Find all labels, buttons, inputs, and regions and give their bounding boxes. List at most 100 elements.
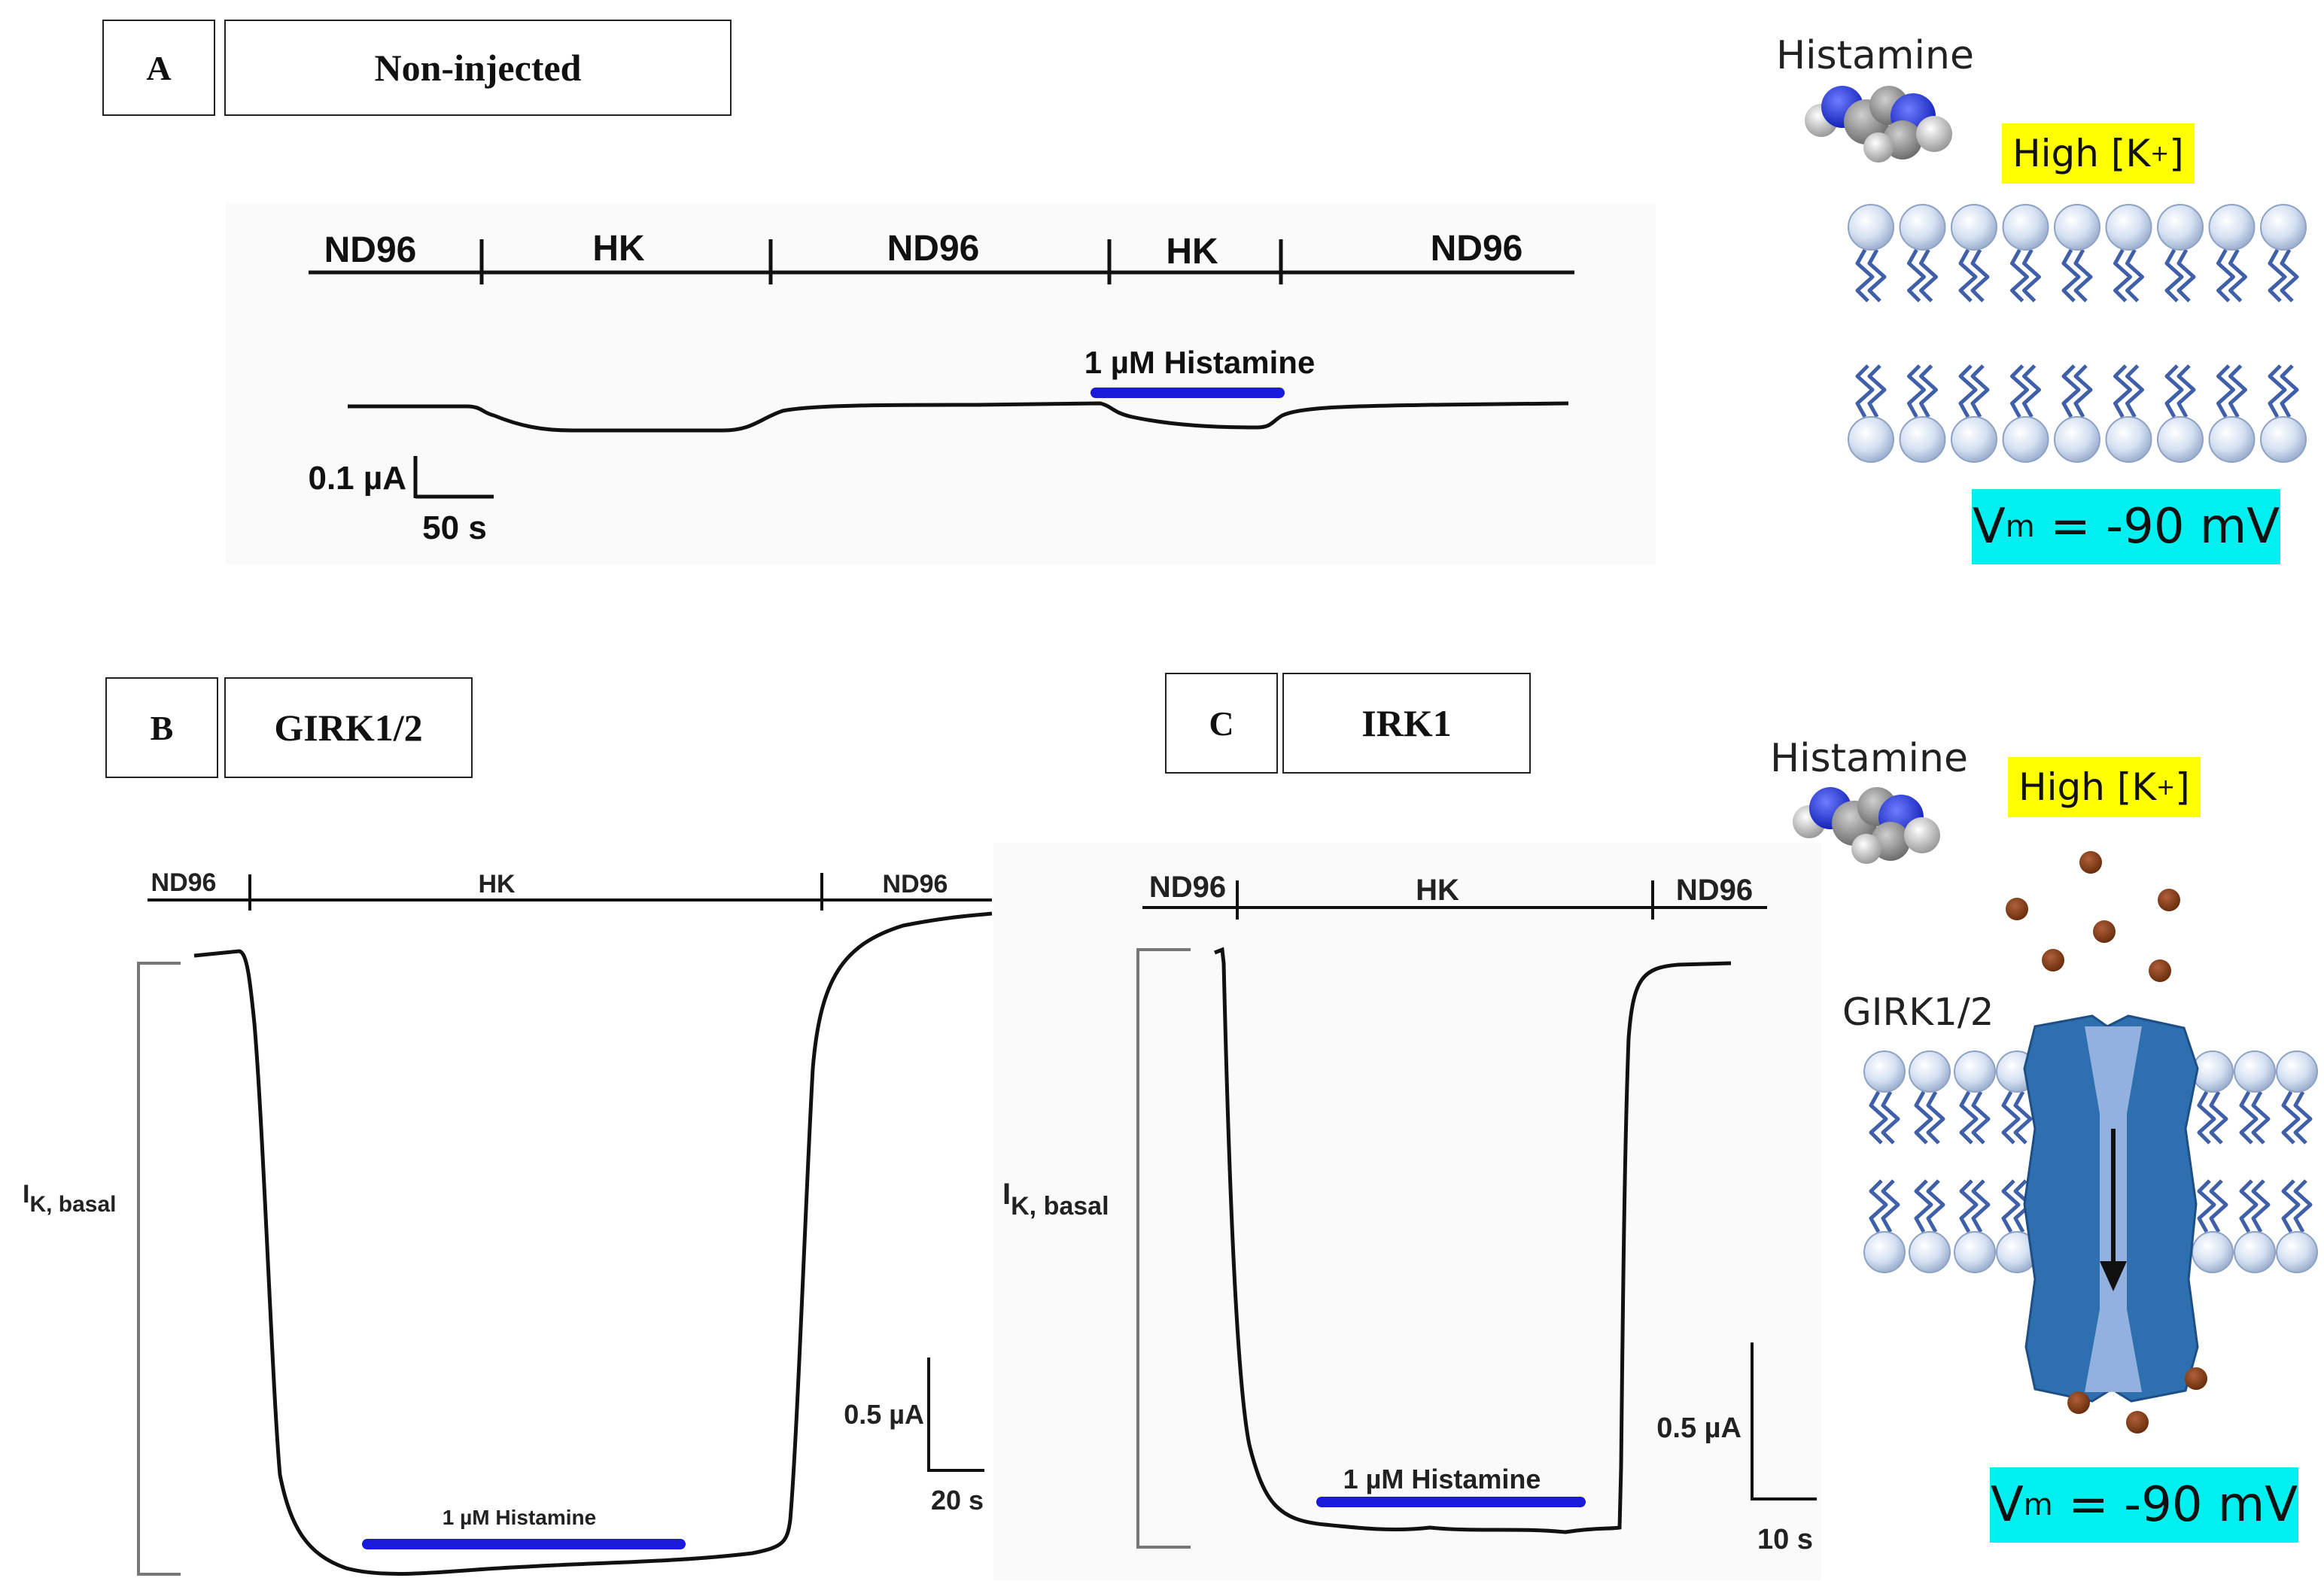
lipid-tail <box>2176 364 2196 418</box>
lipid-tail <box>2209 1179 2228 1233</box>
panel-b-solution-label-1: ND96 <box>151 868 217 897</box>
lipid-tail <box>2073 364 2093 418</box>
lipid-tail <box>1919 248 1938 303</box>
lipid-tail <box>2251 1090 2271 1145</box>
panel-c-scale-current: 0.5 µA <box>1656 1412 1741 1444</box>
lipid-tail <box>2197 1090 2216 1145</box>
lipid-tail <box>2239 1090 2259 1145</box>
lipid-tail <box>2061 248 2081 303</box>
panel-a-scale-current: 0.1 µA <box>308 460 406 497</box>
membrane-top <box>1848 204 2307 463</box>
lipid-head <box>2276 1231 2318 1273</box>
panel-b-basal-label: IK, basal <box>23 1180 117 1217</box>
vm-rest: = -90 mV <box>2052 1477 2298 1533</box>
vm-sub: m <box>2023 1488 2053 1522</box>
lipid-tail <box>1959 1090 1979 1145</box>
lipid-tail <box>1881 1179 1900 1233</box>
lipid-tail <box>2022 364 2041 418</box>
lipid-tail <box>2293 1090 2313 1145</box>
lipid-tail <box>1914 1090 1933 1145</box>
lipid-tail <box>1907 248 1926 303</box>
lipid-head <box>1909 1050 1951 1093</box>
lipid-tail <box>2113 364 2132 418</box>
panel-b-current-trace <box>193 911 993 1576</box>
channel-label: GIRK1/2 <box>1842 990 1994 1034</box>
potassium-ions-outside <box>2006 851 2180 982</box>
bath-high-k-end: ] <box>2169 132 2184 175</box>
panel-b-solution-bar <box>148 873 992 911</box>
panel-c-title-box: IRK1 <box>1282 673 1531 774</box>
lipid-head <box>2105 204 2152 251</box>
vm-main: V <box>1972 499 2006 555</box>
lipid-tail <box>1914 1179 1933 1233</box>
lipid-tail <box>2001 1090 2021 1145</box>
panel-b-solution-label-2: HK <box>478 870 516 898</box>
lipid-tail <box>1958 248 1978 303</box>
lipid-head <box>2234 1050 2276 1093</box>
bath-high-k-label-bottom: High [K+] <box>2008 757 2201 817</box>
lipid-head <box>1863 1050 1906 1093</box>
vm-sub: m <box>2005 509 2035 544</box>
lipid-head <box>2002 416 2049 463</box>
lipid-tail <box>2228 364 2247 418</box>
panel-b-scale-current: 0.5 µA <box>844 1399 924 1430</box>
bath-high-k-label-top: High [K+] <box>2002 123 2195 184</box>
lipid-head <box>1951 416 1997 463</box>
histamine-molecule-icon-bottom <box>1793 787 1940 864</box>
bath-high-k-end: ] <box>2175 765 2190 809</box>
lipid-head <box>1899 204 1946 251</box>
panel-c-current-trace <box>1214 947 1732 1534</box>
lipid-tail <box>2293 1179 2313 1233</box>
panel-b-basal-label-sub: K, basal <box>29 1192 116 1217</box>
lipid-head <box>2054 416 2100 463</box>
lipid-head <box>2260 204 2307 251</box>
lipid-head <box>1909 1231 1951 1273</box>
panel-c-basal-label-main: I <box>1002 1178 1011 1211</box>
panel-b-solution-label-3: ND96 <box>883 870 948 898</box>
bath-high-k-text: High [K <box>2018 765 2157 809</box>
lipid-tail <box>1907 364 1926 418</box>
panel-a-letter: A <box>146 48 172 87</box>
lipid-tail <box>2216 364 2235 418</box>
lipid-tail <box>1959 1179 1979 1233</box>
bath-high-k-sup: + <box>2156 774 2176 801</box>
lipid-head <box>1954 1050 1996 1093</box>
lipid-tail <box>1971 1179 1991 1233</box>
potassium-ions-inside <box>2067 1367 2207 1434</box>
lipid-tail <box>2073 248 2093 303</box>
lipid-tail <box>1869 1090 1888 1145</box>
histamine-label-bottom: Histamine <box>1770 736 1968 781</box>
vm-rest: = -90 mV <box>2034 499 2280 555</box>
panel-b-scale-time: 20 s <box>931 1485 984 1516</box>
lipid-tail <box>2125 364 2144 418</box>
lipid-head <box>1951 204 1997 251</box>
vm-main: V <box>1990 1477 2024 1533</box>
panel-a-scale-time: 50 s <box>422 509 487 546</box>
panel-c-basal-bracket <box>1136 948 1191 1549</box>
lipid-tail <box>2010 248 2029 303</box>
lipid-tail <box>1970 248 1990 303</box>
panel-c-drug-label: 1 µM Histamine <box>1343 1464 1541 1494</box>
lipid-tail <box>1958 364 1978 418</box>
panel-c-basal-label: IK, basal <box>1002 1178 1109 1221</box>
panel-a-solution-label-1: ND96 <box>324 230 417 270</box>
lipid-tail <box>2164 364 2184 418</box>
lipid-tail <box>1867 364 1887 418</box>
panel-a-solution-bar <box>309 239 1574 284</box>
lipid-head <box>2234 1231 2276 1273</box>
lipid-tail <box>1926 1090 1945 1145</box>
panel-b-title: GIRK1/2 <box>274 707 423 749</box>
lipid-head <box>2192 1050 2234 1093</box>
lipid-tail <box>2125 248 2144 303</box>
lipid-tail <box>1855 248 1875 303</box>
lipid-tail <box>2197 1179 2216 1233</box>
lipid-head <box>2192 1231 2234 1273</box>
lipid-head <box>2157 204 2204 251</box>
panel-c-solution-label-3: ND96 <box>1676 874 1753 907</box>
lipid-tail <box>2013 1090 2033 1145</box>
panel-b-title-box: GIRK1/2 <box>224 677 473 778</box>
panel-b-basal-bracket <box>137 962 181 1576</box>
panel-a-letter-box: A <box>102 20 215 116</box>
lipid-head <box>2208 204 2256 251</box>
lipid-tail <box>1855 364 1875 418</box>
